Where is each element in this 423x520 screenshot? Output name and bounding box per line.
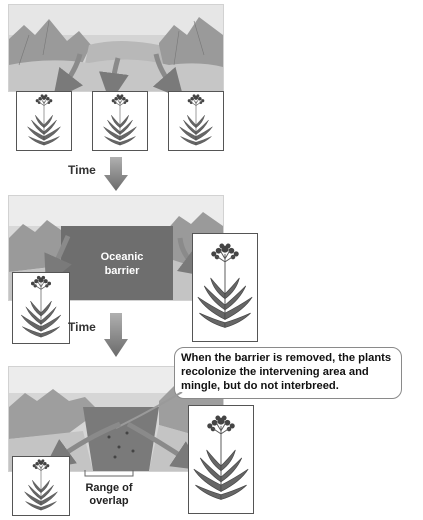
barrier-removed-callout: When the barrier is removed, the plants … [174, 347, 402, 399]
range-bracket [84, 470, 134, 477]
plant-card-bottom-right [188, 405, 254, 514]
plant-card-3 [168, 91, 224, 151]
plant-icon [189, 406, 253, 513]
plant-card-bottom-left [12, 456, 70, 516]
oceanic-barrier [61, 226, 173, 300]
down-arrow-icon [104, 157, 128, 191]
curved-arrow-icon [52, 53, 184, 100]
ocean-label-line2: barrier [104, 265, 140, 277]
plant-card-left-small [12, 272, 70, 344]
range-label-line1: Range of [85, 482, 133, 494]
plant-icon [169, 92, 223, 150]
plant-card-right-tall [192, 233, 258, 342]
plant-icon [13, 273, 69, 343]
plant-card-2 [92, 91, 148, 151]
down-arrow-icon [104, 313, 128, 357]
plant-icon [93, 92, 147, 150]
plant-icon [13, 457, 69, 515]
oceanic-barrier-label: Oceanic barrier [92, 250, 152, 278]
plant-icon [193, 234, 257, 341]
range-label-line2: overlap [89, 495, 129, 507]
ocean-label-line1: Oceanic [100, 251, 144, 263]
plant-icon [17, 92, 71, 150]
callout-pointer [115, 392, 183, 429]
time-label-1: Time [68, 163, 96, 177]
range-of-overlap-label: Range of overlap [74, 482, 144, 508]
time-label-2: Time [68, 320, 96, 334]
plant-card-1 [16, 91, 72, 151]
